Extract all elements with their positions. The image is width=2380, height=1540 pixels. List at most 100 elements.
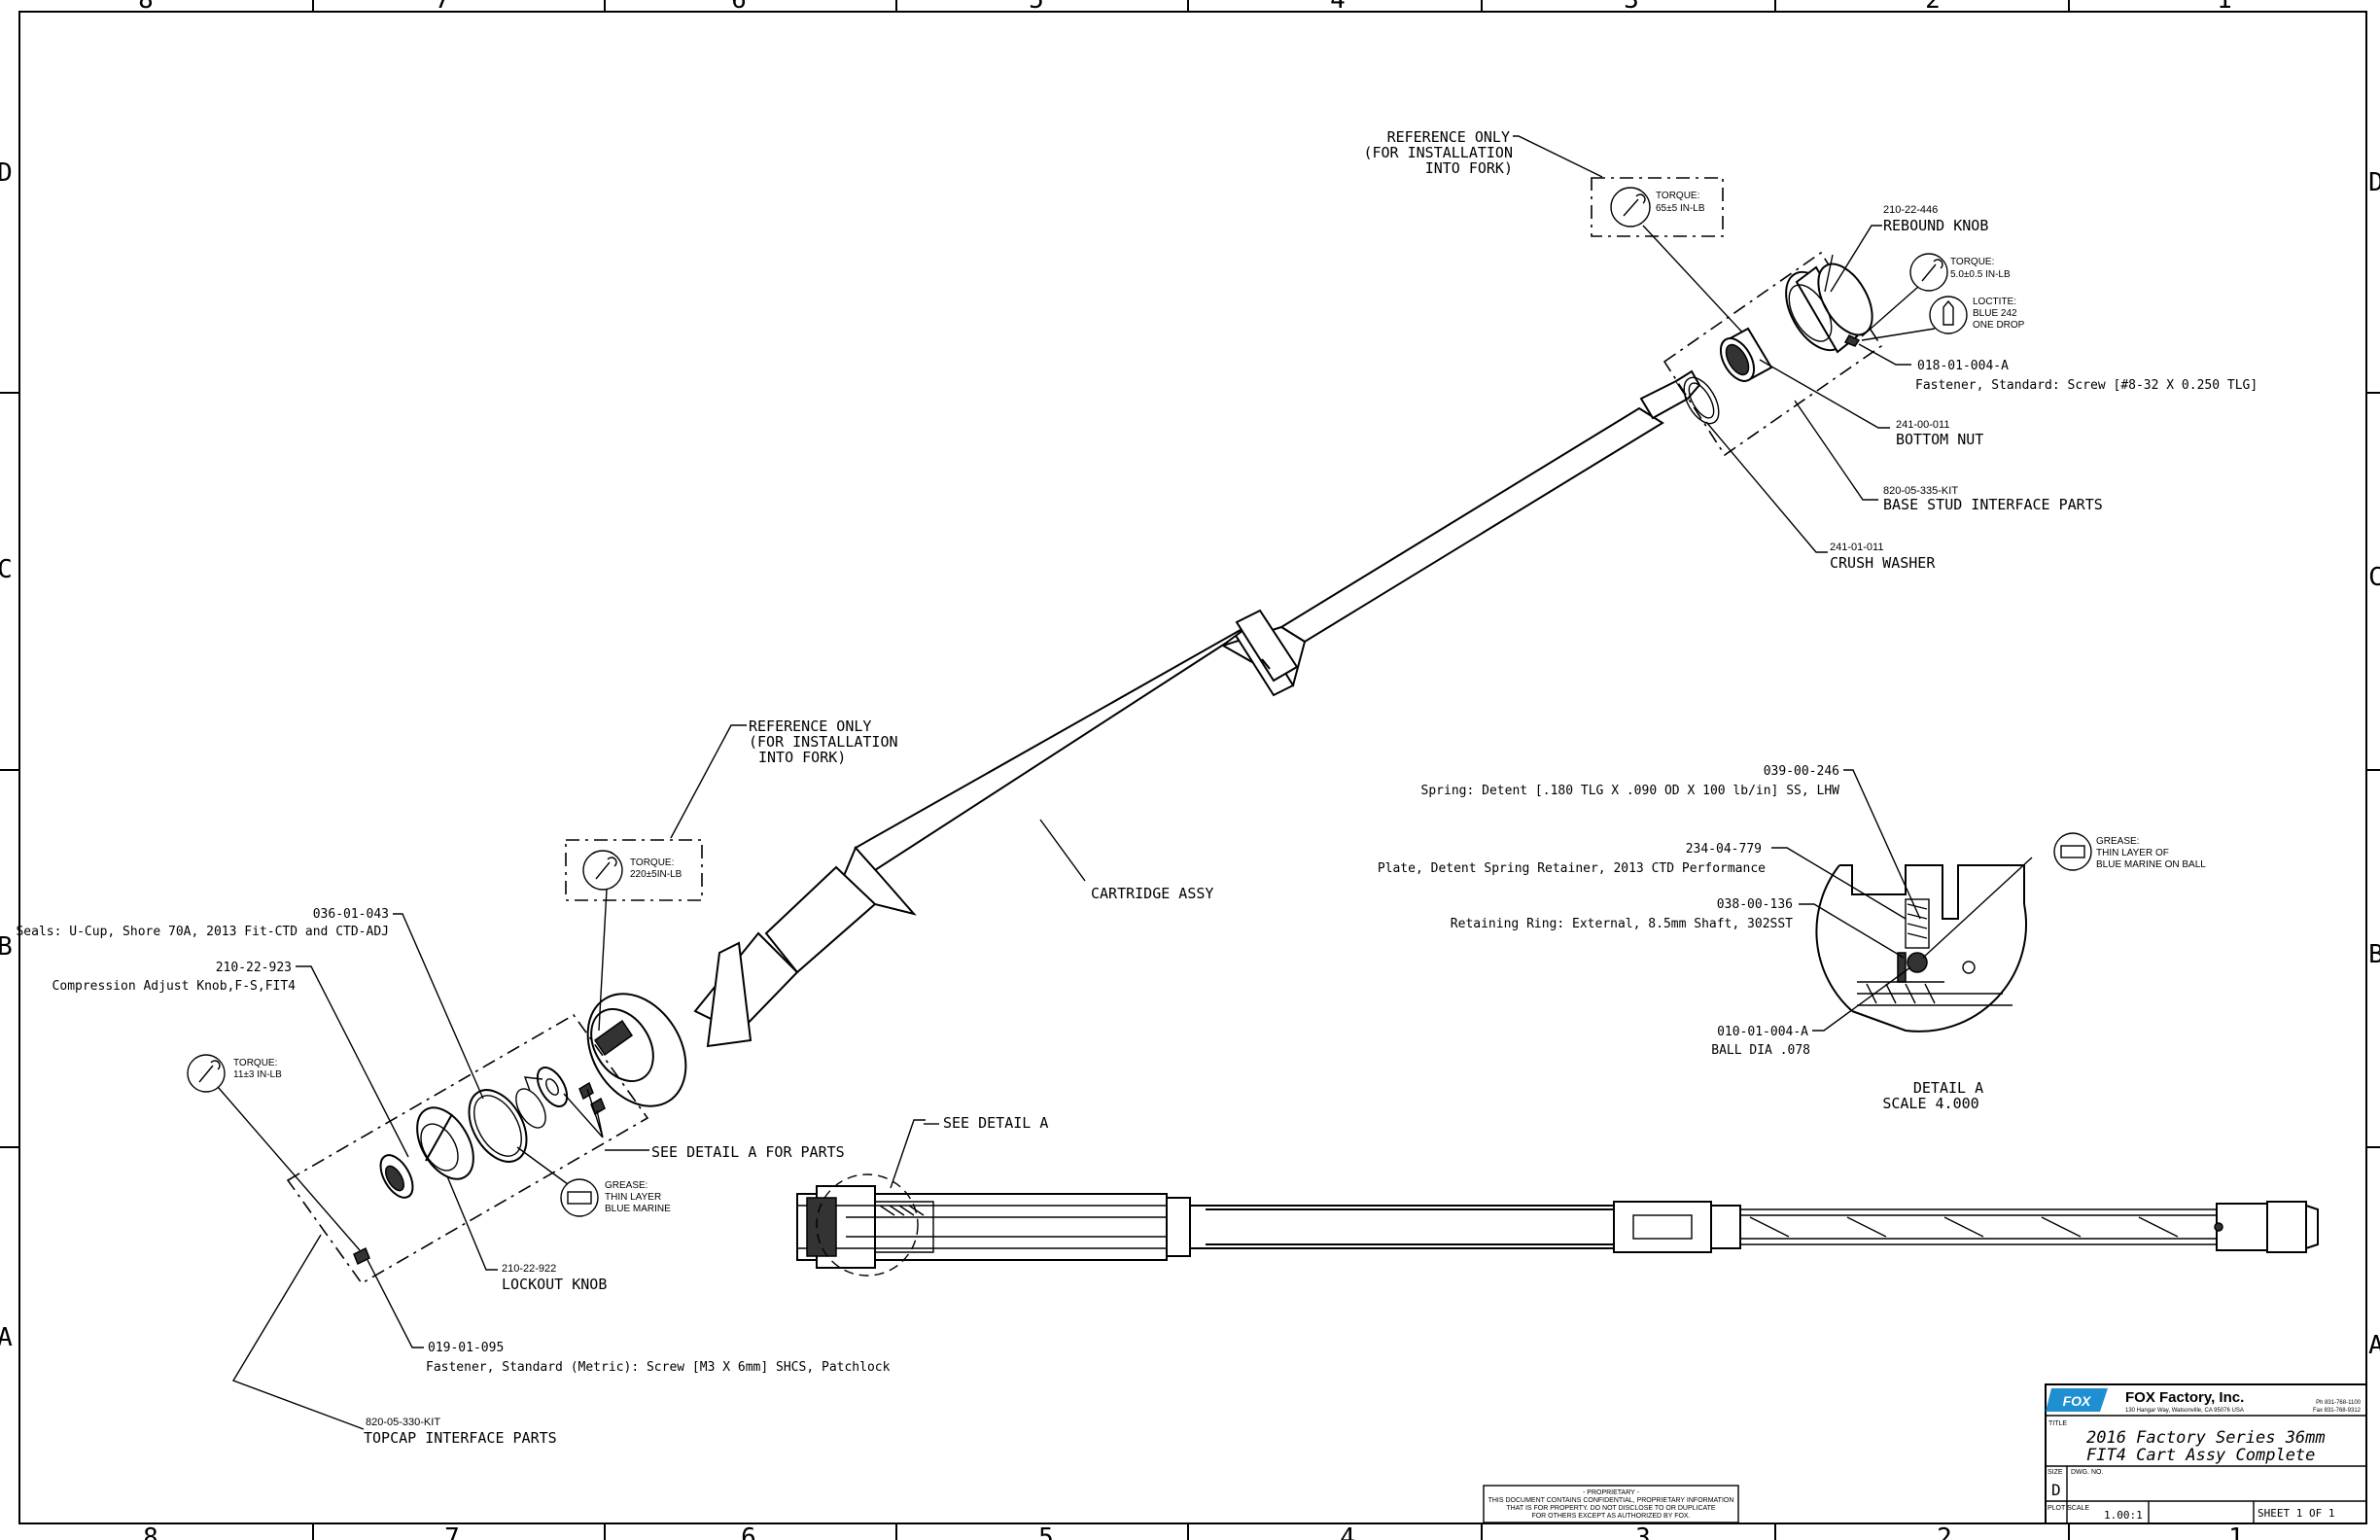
row-label-right-D: D [2368,168,2380,197]
size-value: D [2051,1481,2061,1499]
company-name: FOX Factory, Inc. [2125,1389,2244,1406]
rebound-knob-pn: 210-22-446 [1883,204,1938,216]
torque-knob-l1: TORQUE: [1950,257,1994,267]
ball-desc: BALL DIA .078 [1711,1043,1810,1058]
bottom-nut-name: BOTTOM NUT [1896,431,1983,448]
company-fax: Fax 831-768-9312 [2313,1408,2362,1414]
proprietary-l3: THAT IS FOR PROPERTY. DO NOT DISCLOSE TO… [1506,1505,1716,1512]
loctite-l3: ONE DROP [1973,320,2025,331]
proprietary-l1: - PROPRIETARY - [1583,1489,1640,1496]
dwg-label: DWG. NO. [2071,1469,2103,1476]
detail-a-view [1815,864,2027,1032]
spring-desc: Spring: Detent [.180 TLG X .090 OD X 100… [1421,784,1840,798]
detent-ball [1907,952,1928,973]
loctite-l1: LOCTITE: [1973,297,2016,307]
ref-mid-line3: INTO FORK) [758,749,846,766]
rebound-knob-name: REBOUND KNOB [1883,217,1988,234]
ref-mid-line1: REFERENCE ONLY [749,718,871,735]
cartridge-assembly [586,369,1701,1107]
row-label-right-B: B [2368,940,2380,969]
torque-box-top [1591,177,1724,237]
comp-knob-desc: Compression Adjust Knob,F-S,FIT4 [52,979,297,994]
grease-low-l1: GREASE: [605,1180,648,1191]
crush-washer-name: CRUSH WASHER [1830,554,1936,572]
ring-desc: Retaining Ring: External, 8.5mm Shaft, 3… [1451,917,1793,931]
col-label-bottom-8: 8 [143,1523,158,1540]
row-label-left-D: D [0,158,13,188]
ring-pn: 038-00-136 [1717,897,1793,912]
grease-detail-l3: BLUE MARINE ON BALL [2096,859,2206,870]
torque-mid-l2: 220±5IN-LB [630,869,682,880]
title-line2: FIT4 Cart Assy Complete [2086,1446,2315,1465]
rebound-knob [1785,262,1873,354]
ref-top-line3: INTO FORK) [1425,159,1513,177]
loctite-l2: BLUE 242 [1973,308,2017,319]
title-block: FOX [2045,1383,2367,1524]
ref-top-line2: (FOR INSTALLATION [1363,144,1513,161]
detail-a-scale: SCALE 4.000 [1882,1095,1978,1112]
torque-low-l1: TORQUE: [233,1058,277,1068]
bottom-nut-pn: 241-00-011 [1896,419,1949,431]
detail-a-title: DETAIL A [1913,1079,1983,1097]
row-label-right-C: C [2368,563,2380,592]
base-stud-group [1662,251,1883,457]
proprietary-l2: THIS DOCUMENT CONTAINS CONFIDENTIAL, PRO… [1488,1497,1734,1504]
torque-low-l2: 11±3 IN-LB [233,1069,282,1080]
col-label-bottom-6: 6 [741,1523,756,1540]
company-phone: Ph 831-768-1100 [2316,1400,2362,1406]
see-detail-a: SEE DETAIL A [943,1114,1048,1132]
plate-desc: Plate, Detent Spring Retainer, 2013 CTD … [1378,861,1766,876]
col-label-top-7: 7 [435,0,450,15]
col-label-bottom-3: 3 [1635,1523,1651,1540]
grease-low-icon [560,1178,599,1217]
seals-pn: 036-01-043 [313,907,389,922]
col-label-bottom-7: 7 [444,1523,460,1540]
proprietary-box [1483,1485,1739,1523]
comp-knob-pn: 210-22-923 [216,961,292,975]
plate-pn: 234-04-779 [1686,842,1762,857]
grease-low-l3: BLUE MARINE [605,1204,671,1214]
torque-knob-icon [1909,253,1948,292]
torque-wrench-icon [1610,187,1651,228]
torque-low-icon [187,1054,226,1093]
col-label-top-5: 5 [1029,0,1044,15]
plot-scale: 1.00:1 [2104,1509,2143,1522]
company-address: 130 Hangar Way, Watsonville, CA 95076 US… [2125,1408,2244,1414]
topcap-name: TOPCAP INTERFACE PARTS [364,1429,557,1447]
ball-pn: 010-01-004-A [1717,1025,1808,1039]
col-label-top-4: 4 [1330,0,1346,15]
fox-logo [2046,1388,2108,1412]
grease-detail-l2: THIN LAYER OF [2096,848,2169,858]
col-label-top-8: 8 [138,0,154,15]
fastener-low-desc: Fastener, Standard (Metric): Screw [M3 X… [426,1360,891,1375]
title-line1: 2016 Factory Series 36mm [2086,1428,2326,1448]
col-label-top-3: 3 [1624,0,1639,15]
lockout-knob-pn: 210-22-922 [502,1263,556,1275]
grease-low-l2: THIN LAYER [605,1192,661,1203]
bottom-nut [1719,327,1773,382]
col-label-top-6: 6 [731,0,747,15]
row-label-left-B: B [0,932,13,962]
row-label-left-A: A [0,1323,13,1352]
topcap-group [286,1013,649,1285]
grease-detail-icon [2053,832,2092,871]
sheet-number: SHEET 1 OF 1 [2258,1507,2334,1520]
fastener-top-desc: Fastener, Standard: Screw [#8-32 X 0.250… [1915,378,2258,393]
topcap-parts [353,1067,606,1266]
row-label-right-A: A [2368,1331,2380,1360]
fox-logo-text: FOX [2063,1393,2092,1409]
col-label-bottom-1: 1 [2228,1523,2244,1540]
ref-top-line1: REFERENCE ONLY [1387,128,1510,146]
grease-detail-l1: GREASE: [2096,836,2139,847]
crush-washer [1683,376,1720,425]
col-label-top-2: 2 [1925,0,1941,15]
crush-washer-pn: 241-01-011 [1830,542,1883,553]
topcap-pn: 820-05-330-KIT [366,1417,440,1428]
see-detail-parts: SEE DETAIL A FOR PARTS [651,1143,845,1161]
title-label: TITLE [2048,1420,2067,1427]
proprietary-l4: FOR OTHERS EXCEPT AS AUTHORIZED BY FOX. [1531,1513,1690,1520]
torque-mid-l1: TORQUE: [630,858,674,868]
row-label-left-C: C [0,555,13,584]
